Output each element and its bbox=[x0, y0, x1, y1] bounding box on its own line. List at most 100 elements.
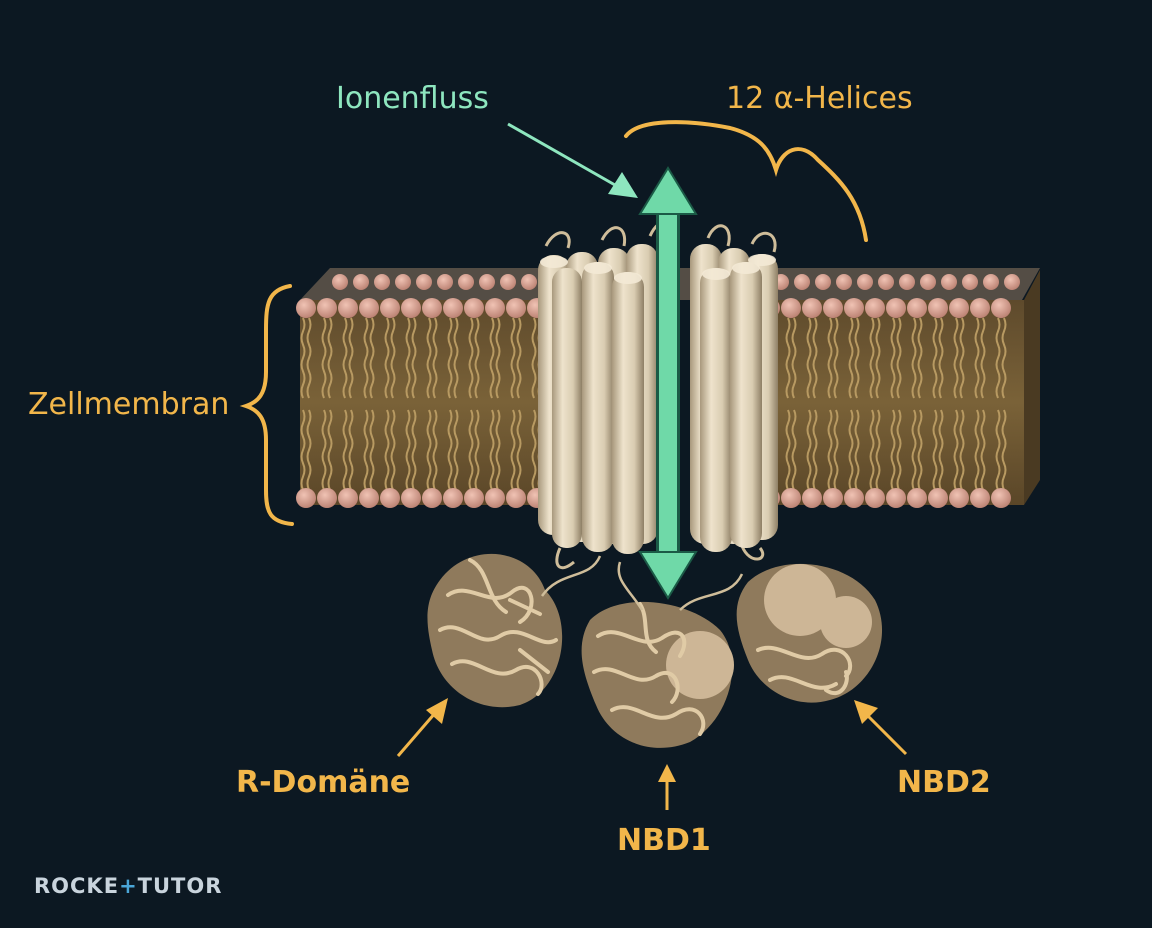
lipid-tail bbox=[453, 317, 459, 399]
lipid-tail bbox=[869, 317, 875, 399]
linker-loops bbox=[540, 555, 744, 611]
lipid-head bbox=[970, 488, 990, 508]
lipid-tail bbox=[785, 409, 791, 491]
lipid-head bbox=[815, 274, 831, 290]
lipid-tail bbox=[932, 317, 938, 399]
lipid-head bbox=[422, 298, 442, 318]
lipid-tail bbox=[531, 409, 537, 491]
lipid-tail bbox=[911, 409, 917, 491]
lipid-tail bbox=[833, 409, 839, 491]
lipid-head bbox=[907, 488, 927, 508]
lipid-tail bbox=[848, 409, 854, 491]
lipid-tail bbox=[411, 317, 417, 399]
lipid-tail bbox=[495, 409, 501, 491]
lipid-head bbox=[395, 274, 411, 290]
lipid-tail bbox=[806, 409, 812, 491]
lipid-tail bbox=[959, 317, 965, 399]
membrane-bracket bbox=[239, 284, 294, 526]
nbd2-label: NBD2 bbox=[897, 765, 991, 800]
lipid-tail bbox=[890, 317, 896, 399]
lipid-head bbox=[794, 274, 810, 290]
lipid-tail bbox=[995, 317, 1001, 399]
helix bbox=[552, 268, 582, 548]
lipid-tail bbox=[869, 409, 875, 491]
lipid-head bbox=[422, 488, 442, 508]
lipid-head bbox=[332, 274, 348, 290]
lipid-tail bbox=[854, 317, 860, 399]
nbd2-structure bbox=[736, 563, 883, 703]
lipid-tail bbox=[510, 409, 516, 491]
lipid-tail bbox=[516, 409, 522, 491]
lipid-head bbox=[823, 298, 843, 318]
lipid-tail bbox=[932, 409, 938, 491]
lipid-head bbox=[401, 488, 421, 508]
lipid-tail bbox=[953, 317, 959, 399]
lipid-tail bbox=[342, 317, 348, 399]
lipid-head bbox=[983, 274, 999, 290]
lipid-tail bbox=[827, 409, 833, 491]
lipid-head bbox=[928, 298, 948, 318]
lipid-tail bbox=[468, 409, 474, 491]
lipid-head bbox=[416, 274, 432, 290]
lipid-head bbox=[949, 488, 969, 508]
lipid-head bbox=[781, 488, 801, 508]
logo-text-part1: ROCKE bbox=[34, 874, 120, 898]
lipid-head bbox=[296, 298, 316, 318]
lipid-head bbox=[401, 298, 421, 318]
ion-flow-label: Ionenfluss bbox=[336, 81, 489, 116]
brand-logo: ROCKE+TUTOR bbox=[34, 874, 222, 898]
lipid-head bbox=[802, 488, 822, 508]
lipid-tail bbox=[995, 409, 1001, 491]
lipid-head bbox=[899, 274, 915, 290]
lipid-head bbox=[857, 274, 873, 290]
nbd1-pointer bbox=[658, 764, 676, 810]
lipid-tail bbox=[363, 409, 369, 491]
lipid-head bbox=[920, 274, 936, 290]
lipid-tail bbox=[495, 317, 501, 399]
lipid-tail bbox=[812, 409, 818, 491]
lipid-head bbox=[962, 274, 978, 290]
lipid-tail bbox=[812, 317, 818, 399]
lipid-tail bbox=[510, 317, 516, 399]
lipid-head bbox=[949, 298, 969, 318]
lipid-tail bbox=[980, 409, 986, 491]
cell-membrane bbox=[296, 268, 1040, 508]
lipid-head bbox=[485, 298, 505, 318]
lipid-head bbox=[464, 298, 484, 318]
lipid-tail bbox=[447, 317, 453, 399]
lipid-tail bbox=[306, 409, 312, 491]
lipid-tail bbox=[405, 317, 411, 399]
lipid-tail bbox=[489, 317, 495, 399]
ion-flow-arrow bbox=[638, 166, 698, 600]
lipid-tail bbox=[974, 409, 980, 491]
lipid-tail bbox=[321, 409, 327, 491]
logo-plus-accent: + bbox=[119, 874, 138, 898]
lipid-tail bbox=[390, 317, 396, 399]
lipid-tail bbox=[489, 409, 495, 491]
lipid-head bbox=[359, 488, 379, 508]
lipid-head bbox=[991, 488, 1011, 508]
lipid-tail bbox=[938, 317, 944, 399]
lipid-tail bbox=[342, 409, 348, 491]
lipid-head bbox=[479, 274, 495, 290]
lipid-tail bbox=[974, 317, 980, 399]
lipid-head bbox=[380, 298, 400, 318]
lipid-head bbox=[844, 488, 864, 508]
lipid-head bbox=[878, 274, 894, 290]
lipid-head bbox=[338, 298, 358, 318]
lipid-head bbox=[443, 298, 463, 318]
lipid-head bbox=[500, 274, 516, 290]
lipid-head bbox=[359, 298, 379, 318]
lipid-tail bbox=[896, 409, 902, 491]
lipid-head bbox=[506, 488, 526, 508]
lipid-head bbox=[865, 298, 885, 318]
lipid-tail bbox=[791, 317, 797, 399]
lipid-head bbox=[506, 298, 526, 318]
lipid-tail bbox=[426, 409, 432, 491]
lipid-tail bbox=[411, 409, 417, 491]
lipid-tail bbox=[447, 409, 453, 491]
r-domain-label: R-Domäne bbox=[236, 765, 411, 800]
lipid-tail bbox=[917, 409, 923, 491]
lipid-head bbox=[823, 488, 843, 508]
lipid-head bbox=[886, 488, 906, 508]
